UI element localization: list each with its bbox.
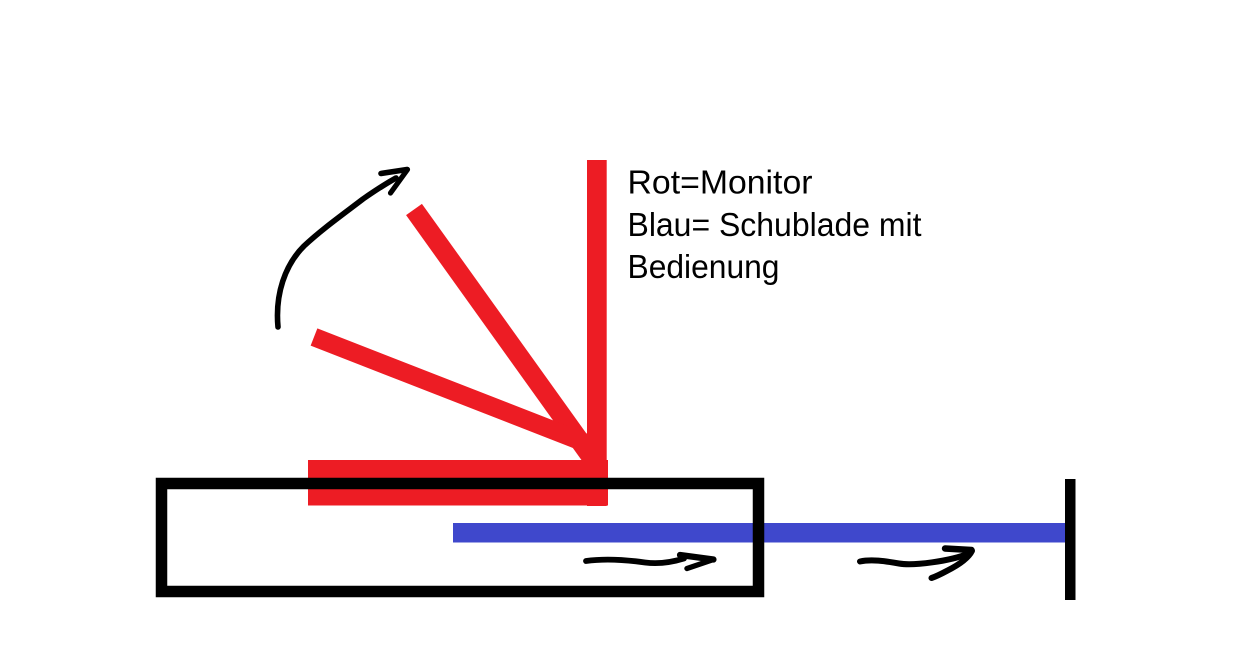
- svg-text:Rot=Monitor: Rot=Monitor: [628, 164, 813, 201]
- svg-text:Blau= Schublade mit: Blau= Schublade mit: [628, 206, 922, 243]
- svg-text:Bedienung: Bedienung: [628, 248, 780, 285]
